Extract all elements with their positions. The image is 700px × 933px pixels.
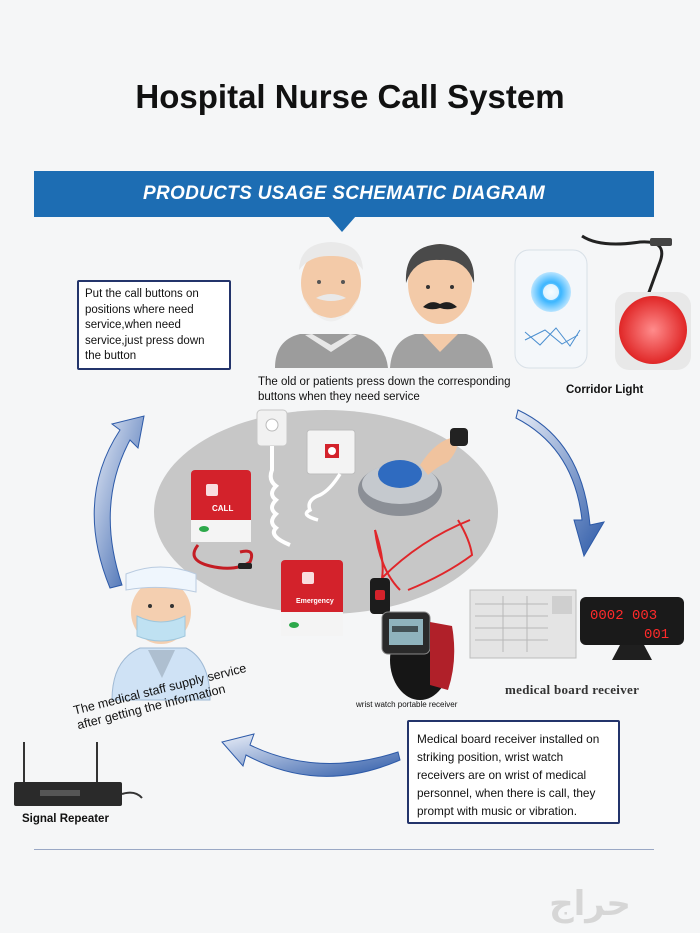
caption-corridor-light: Corridor Light — [566, 384, 644, 396]
elderly-patient-icon — [275, 242, 388, 368]
watermark: حراج — [549, 884, 631, 924]
note-button-placement: Put the call buttons on positions where … — [77, 280, 231, 370]
led-display-bottom: 001 — [644, 627, 669, 643]
led-display-top: 0002 003 — [590, 608, 657, 624]
note-receivers: Medical board receiver installed on stri… — [407, 720, 620, 824]
banner-text: PRODUCTS USAGE SCHEMATIC DIAGRAM — [143, 183, 545, 204]
flow-arrow-right — [515, 409, 606, 558]
emergency-button-panel-icon — [281, 560, 343, 636]
banner-notch — [328, 216, 356, 232]
desk-call-button-icon — [358, 428, 468, 516]
caption-signal-repeater: Signal Repeater — [22, 813, 109, 825]
page-title: Hospital Nurse Call System — [135, 78, 565, 115]
male-patient-icon — [390, 244, 493, 368]
flow-arrow-left — [93, 415, 145, 589]
emergency-button-label: Emergency — [296, 598, 334, 605]
wall-call-button-icon — [256, 409, 291, 547]
signal-repeater-icon — [14, 742, 143, 806]
call-button-panel-icon — [191, 470, 254, 570]
caption-wrist-watch: wrist watch portable receiver — [356, 700, 458, 709]
led-display-receiver-icon — [580, 597, 684, 660]
emergency-pull-station-icon — [304, 429, 356, 522]
wrist-watch-receiver-icon — [381, 611, 455, 700]
caption-patients: The old or patients press down the corre… — [258, 376, 511, 403]
corridor-light-icon — [581, 234, 691, 370]
call-button-label: CALL — [212, 504, 233, 513]
door-light-device-icon — [514, 249, 588, 369]
banner — [34, 171, 654, 217]
caption-medical-board: medical board receiver — [505, 682, 640, 697]
medical-staff-icon — [111, 566, 211, 701]
flow-arrow-bottom — [221, 733, 401, 777]
lanyard-pendant-icon — [370, 519, 474, 614]
board-receiver-panel-icon — [469, 589, 577, 659]
footer-divider — [34, 849, 654, 850]
